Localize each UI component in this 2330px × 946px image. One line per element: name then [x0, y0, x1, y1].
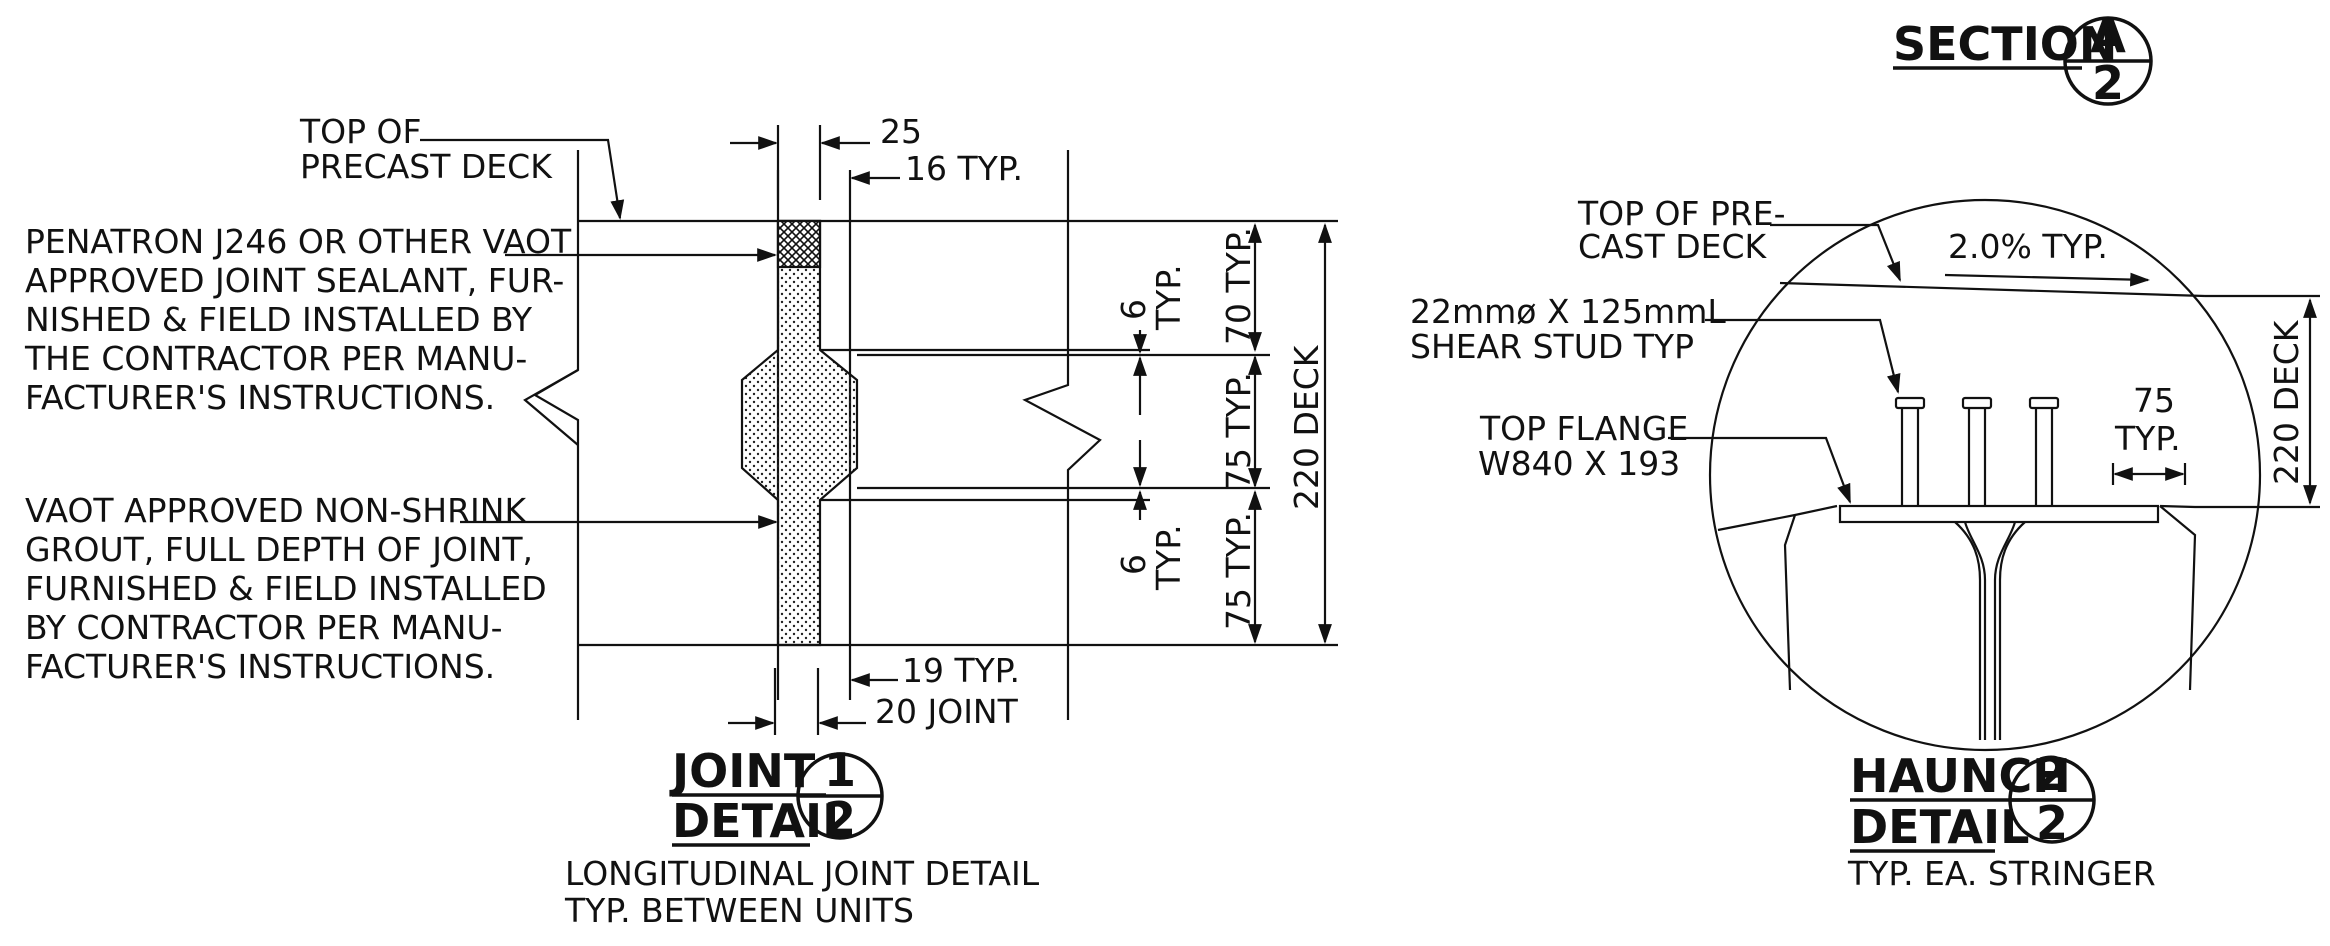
dim-220-label: 220 DECK — [1287, 344, 1326, 510]
note-top-line2: PRECAST DECK — [300, 147, 553, 186]
haunch-deck-top — [1779, 281, 2206, 298]
haunch-slope-label: 2.0% TYP. — [1948, 227, 2108, 266]
haunch-note-deck-line2: CAST DECK — [1578, 227, 1768, 266]
haunch-title-line2: DETAIL — [1850, 800, 2029, 854]
shear-stud-3 — [2028, 396, 2060, 506]
dim-75a-label: 75 TYP. — [1219, 372, 1258, 490]
note-grout-line4: BY CONTRACTOR PER MANU- — [25, 608, 503, 647]
dim-75b-label: 75 TYP. — [1219, 512, 1258, 630]
joint-bubble-top: 1 — [824, 743, 856, 797]
left-break-line — [532, 150, 580, 720]
note-sealant-line2: APPROVED JOINT SEALANT, FUR- — [25, 261, 564, 300]
right-break-line — [1022, 150, 1102, 720]
dim-25-label: 25 — [880, 112, 922, 151]
joint-detail: TOP OF PRECAST DECK PENATRON J246 OR OTH… — [24, 112, 1338, 930]
joint-caption-line1: LONGITUDINAL JOINT DETAIL — [565, 854, 1040, 893]
top-flange — [1838, 504, 2160, 524]
haunch-slope-arrow — [1944, 272, 2150, 287]
haunch-note-flange-line2: W840 X 193 — [1478, 444, 1680, 483]
note-grout-line5: FACTURER'S INSTRUCTIONS. — [25, 647, 495, 686]
haunch-caption: TYP. EA. STRINGER — [1847, 854, 2156, 893]
note-top-line1: TOP OF — [299, 112, 421, 151]
note-sealant-line1: PENATRON J246 OR OTHER VAOT — [25, 222, 572, 261]
haunch-note-deck-line1: TOP OF PRE- — [1577, 194, 1786, 233]
joint-title-line2: DETAIL — [672, 794, 851, 848]
haunch-left-unit — [1783, 514, 1797, 691]
dim-16-label: 16 TYP. — [905, 149, 1023, 188]
haunch-dim-75-label: 75 — [2133, 381, 2175, 420]
section-title: SECTION A 2 — [1893, 9, 2153, 110]
dim-6a-label: 6 — [1114, 299, 1153, 320]
left-break-zig — [523, 369, 579, 446]
haunch-right-slope — [2159, 504, 2255, 509]
joint-caption-line2: TYP. BETWEEN UNITS — [564, 891, 914, 930]
note-sealant-line4: THE CONTRACTOR PER MANU- — [24, 339, 527, 378]
sealant-fill — [776, 219, 822, 269]
haunch-title-line1: HAUNCH — [1850, 749, 2071, 803]
note-grout-line1: VAOT APPROVED NON-SHRINK — [25, 491, 527, 530]
section-bubble-top: A — [2090, 9, 2126, 63]
shear-stud-1 — [1894, 396, 1926, 506]
haunch-dim-220-label: 220 DECK — [2267, 319, 2306, 485]
dim-20-label: 20 JOINT — [875, 692, 1019, 731]
grout-fill — [740, 219, 859, 647]
web-inner-left — [1963, 521, 1987, 740]
dim-70-label: 70 TYP. — [1219, 227, 1258, 345]
note-sealant-line5: FACTURER'S INSTRUCTIONS. — [25, 378, 495, 417]
shear-stud-2 — [1961, 396, 1993, 506]
note-grout-line2: GROUT, FULL DEPTH OF JOINT, — [25, 530, 533, 569]
note-top-leader — [420, 138, 625, 220]
dim-6b-typ: TYP. — [1149, 524, 1188, 591]
haunch-note-flange-leader — [1668, 436, 1852, 504]
section-bubble-bottom: 2 — [2092, 56, 2124, 110]
note-grout-line3: FURNISHED & FIELD INSTALLED — [25, 569, 547, 608]
joint-bubble-bottom: 2 — [824, 792, 856, 846]
haunch-note-flange-line1: TOP FLANGE — [1479, 409, 1688, 448]
haunch-right-unit — [2159, 505, 2197, 691]
haunch-note-stud-line2: SHEAR STUD TYP — [1410, 327, 1694, 366]
haunch-note-stud-leader — [1705, 318, 1901, 394]
web-right — [1998, 521, 2026, 740]
web-left — [1954, 521, 1982, 740]
dim-6b-label: 6 — [1114, 554, 1153, 575]
haunch-detail: TOP OF PRE- CAST DECK 2.0% TYP. 22mmø X … — [1410, 194, 2320, 893]
note-sealant-line3: NISHED & FIELD INSTALLED BY — [25, 300, 533, 339]
haunch-note-stud-line1: 22mmø X 125mmL — [1410, 292, 1726, 331]
haunch-note-deck-leader — [1770, 223, 1902, 282]
haunch-bubble-bottom: 2 — [2036, 796, 2068, 850]
web-inner-right — [1993, 521, 2017, 740]
dim-6a-typ: TYP. — [1149, 264, 1188, 331]
haunch-detail-circle — [1708, 198, 2262, 752]
haunch-dim-75-typ: TYP. — [2114, 419, 2181, 458]
dim-19-label: 19 TYP. — [902, 651, 1020, 690]
joint-title-line1: JOINT — [669, 744, 816, 798]
haunch-bubble-top: 2 — [2036, 747, 2068, 801]
haunch-left-slope — [1717, 504, 1838, 532]
